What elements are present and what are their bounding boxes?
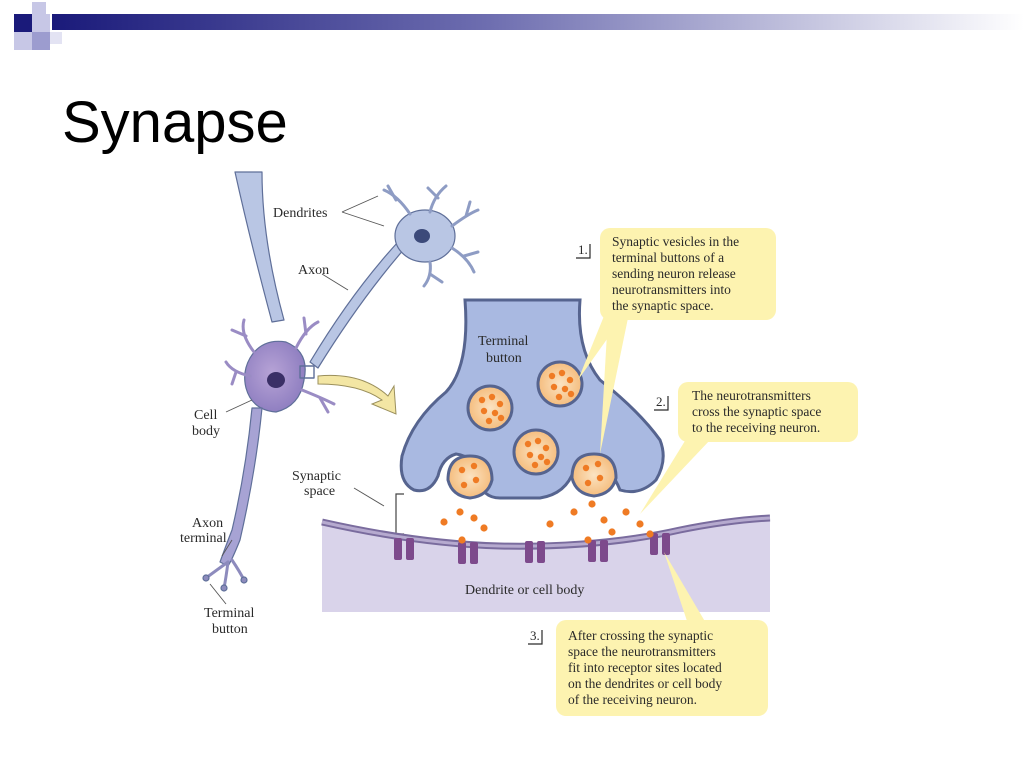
- cell-body-dendrites: [224, 316, 336, 414]
- vesicle: [512, 428, 560, 476]
- callout-3-number: 3.: [530, 628, 540, 643]
- neurotransmitters: [440, 500, 654, 544]
- receptor-sites: [394, 533, 670, 564]
- fusing-vesicle: [570, 452, 618, 498]
- callout-1-line: sending neuron release: [612, 266, 736, 281]
- callout-2-line: cross the synaptic space: [692, 404, 821, 419]
- callout-3-number-mark: [528, 630, 543, 645]
- terminal-button-dot: [220, 584, 228, 592]
- terminal-button-closeup-label-2: button: [486, 351, 522, 366]
- callout-3-pointer: [664, 552, 710, 630]
- header-square-faint: [50, 32, 62, 44]
- callout-1-line: Synaptic vesicles in the: [612, 234, 739, 249]
- callout-2: 2. The neurotransmitters cross the synap…: [640, 382, 858, 514]
- callout-1-number: 1.: [578, 242, 588, 257]
- callout-2-number: 2.: [656, 394, 666, 409]
- header-square-light: [14, 32, 32, 50]
- neuron-illustration: [202, 171, 480, 592]
- terminal-button-closeup-label-1: Terminal: [478, 334, 528, 349]
- header-square-dark: [14, 14, 32, 32]
- postsynaptic-membrane-inner: [321, 516, 771, 548]
- callout-3-line: After crossing the synaptic: [568, 628, 713, 643]
- callout-2-box: [678, 382, 858, 442]
- slide-title: Synapse: [62, 90, 288, 155]
- callout-3: 3. After crossing the synaptic space the…: [528, 552, 768, 716]
- axon-label: Axon: [298, 263, 329, 278]
- header-square-light: [32, 2, 46, 14]
- terminal-button-dot: [202, 574, 210, 582]
- cell-body-label-2: body: [192, 424, 220, 439]
- dendrite-or-cell-body-label: Dendrite or cell body: [465, 583, 584, 598]
- callout-2-pointer: [640, 436, 710, 514]
- upper-dendrites: [382, 184, 480, 288]
- sending-neuron-nucleus: [414, 229, 430, 243]
- callout-3-line: on the dendrites or cell body: [568, 676, 722, 691]
- callout-3-line: of the receiving neuron.: [568, 692, 697, 707]
- callout-1-line: neurotransmitters into: [612, 282, 731, 297]
- upper-axon: [234, 171, 285, 323]
- receptor: [525, 541, 545, 563]
- callout-3-line: fit into receptor sites located: [568, 660, 722, 675]
- sending-axon: [309, 241, 406, 369]
- zoom-box: [299, 365, 315, 379]
- synaptic-space-label-1: Synaptic: [292, 469, 341, 484]
- receptor: [588, 540, 608, 562]
- callout-1: 1. Synaptic vesicles in the terminal but…: [576, 228, 776, 454]
- neuron-leader-lines: [209, 195, 385, 605]
- receptor: [650, 533, 670, 555]
- synaptic-space-bracket: [395, 493, 404, 535]
- slide-header-bar: [14, 2, 1024, 50]
- vesicle: [536, 360, 584, 408]
- zoom-arrow: [317, 374, 397, 415]
- cell-nucleus: [267, 372, 285, 388]
- callout-2-number-mark: [654, 396, 669, 411]
- synaptic-vesicles: [446, 360, 618, 500]
- callout-1-number-mark: [576, 244, 591, 259]
- vesicle: [466, 384, 514, 432]
- receptor: [394, 538, 414, 560]
- callout-1-pointer-2: [600, 316, 628, 454]
- axon-terminal-label-2: terminal: [180, 531, 227, 546]
- dendrites-label: Dendrites: [273, 206, 327, 221]
- header-square-light: [32, 14, 50, 32]
- callout-1-line: the synaptic space.: [612, 298, 714, 313]
- axon-terminal-branches: [204, 558, 246, 590]
- terminal-button-label-1: Terminal: [204, 606, 254, 621]
- receptor: [458, 542, 478, 564]
- callout-3-line: space the neurotransmitters: [568, 644, 716, 659]
- synaptic-space-label-2: space: [304, 484, 335, 499]
- callout-1-box: [600, 228, 776, 320]
- terminal-button-closeup: [399, 298, 665, 500]
- callout-2-line: The neurotransmitters: [692, 388, 811, 403]
- cell-body-label-1: Cell: [194, 408, 217, 423]
- neuron-labels: Dendrites Axon Cell body Synaptic space …: [180, 206, 341, 637]
- descending-axon: [219, 407, 263, 567]
- terminal-button-dot: [240, 576, 248, 584]
- axon-terminal-label-1: Axon: [192, 516, 223, 531]
- terminal-button-label-2: button: [212, 622, 248, 637]
- header-gradient-bar: [52, 14, 1024, 30]
- fusing-vesicle: [446, 454, 494, 500]
- header-square-mid: [32, 32, 50, 50]
- callout-1-line: terminal buttons of a: [612, 250, 724, 265]
- callout-3-box: [556, 620, 768, 716]
- callout-2-line: to the receiving neuron.: [692, 420, 820, 435]
